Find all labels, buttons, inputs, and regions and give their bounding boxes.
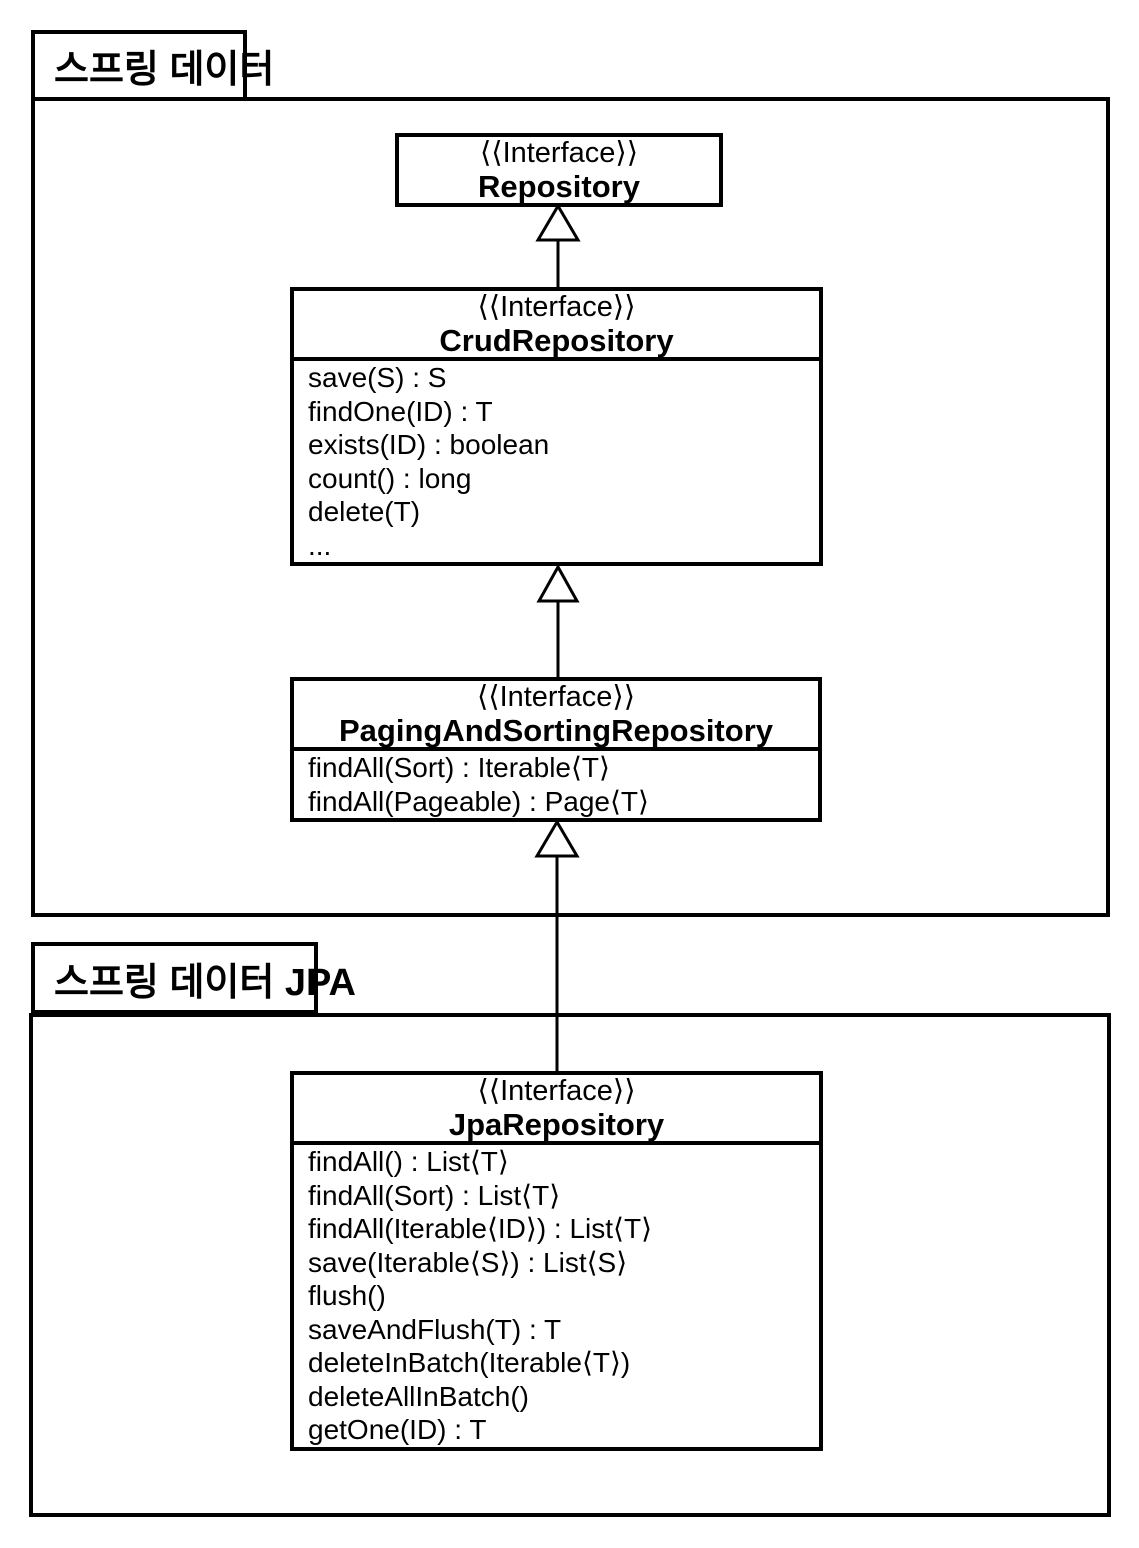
method-item: getOne(ID) : T xyxy=(308,1414,487,1445)
method-item: deleteInBatch(Iterable⟨T⟩) xyxy=(308,1347,631,1378)
method-item: findAll(Iterable⟨ID⟩) : List⟨T⟩ xyxy=(308,1213,653,1244)
method-item: save(S) : S xyxy=(308,362,447,393)
method-item: delete(T) xyxy=(308,496,421,527)
method-item: deleteAllInBatch() xyxy=(308,1380,530,1412)
method-item: findOne(ID) : T xyxy=(308,395,493,427)
class-name-jpa-repository: JpaRepository xyxy=(448,1107,665,1142)
package-spring-data-jpa-label: 스프링 데이터 JPA xyxy=(54,961,356,1004)
method-item: save(Iterable⟨S⟩) : List⟨S⟩ xyxy=(308,1246,628,1278)
method-list-jpa-repository: findAll() : List⟨T⟩findAll(Sort) : List⟨… xyxy=(294,1145,819,1447)
method-item: count() : long xyxy=(308,462,472,494)
class-box-crud-repository: ⟨⟨Interface⟩⟩ CrudRepository save(S) : S… xyxy=(290,287,823,566)
class-box-paging-and-sorting-repository: ⟨⟨Interface⟩⟩ PagingAndSortingRepository… xyxy=(290,677,822,822)
method-item: exists(ID) : boolean xyxy=(308,429,550,460)
class-header-crud-repository: ⟨⟨Interface⟩⟩ CrudRepository xyxy=(294,291,819,361)
method-item: flush() xyxy=(308,1280,386,1311)
class-header-paging-and-sorting-repository: ⟨⟨Interface⟩⟩ PagingAndSortingRepository xyxy=(294,681,818,751)
method-item: findAll(Pageable) : Page⟨T⟩ xyxy=(308,785,649,817)
class-name-crud-repository: CrudRepository xyxy=(439,323,674,358)
method-list-paging-and-sorting-repository: findAll(Sort) : Iterable⟨T⟩findAll(Pagea… xyxy=(294,751,818,818)
stereotype-label: ⟨⟨Interface⟩⟩ xyxy=(477,291,636,323)
class-name-repository: Repository xyxy=(478,169,640,204)
stereotype-label: ⟨⟨Interface⟩⟩ xyxy=(479,137,639,169)
class-box-jpa-repository: ⟨⟨Interface⟩⟩ JpaRepository findAll() : … xyxy=(290,1071,823,1451)
package-spring-data-label: 스프링 데이터 xyxy=(54,49,275,91)
method-item: findAll(Sort) : Iterable⟨T⟩ xyxy=(308,752,610,783)
package-spring-data-jpa-tab: 스프링 데이터 JPA xyxy=(31,942,356,1014)
class-box-repository: ⟨⟨Interface⟩⟩ Repository xyxy=(395,133,723,207)
package-spring-data-tab: 스프링 데이터 xyxy=(31,30,274,101)
class-header-repository: ⟨⟨Interface⟩⟩ Repository xyxy=(399,137,719,203)
stereotype-label: ⟨⟨Interface⟩⟩ xyxy=(477,1075,636,1107)
class-header-jpa-repository: ⟨⟨Interface⟩⟩ JpaRepository xyxy=(294,1075,819,1145)
package-spring-data-body xyxy=(31,97,1110,917)
stereotype-label: ⟨⟨Interface⟩⟩ xyxy=(476,681,636,713)
method-item: findAll() : List⟨T⟩ xyxy=(308,1146,509,1177)
package-spring-data-jpa-body xyxy=(29,1013,1111,1517)
method-item: findAll(Sort) : List⟨T⟩ xyxy=(308,1179,561,1211)
method-item: saveAndFlush(T) : T xyxy=(308,1313,562,1345)
method-item: ... xyxy=(308,529,332,561)
class-name-paging-and-sorting-repository: PagingAndSortingRepository xyxy=(339,713,773,748)
